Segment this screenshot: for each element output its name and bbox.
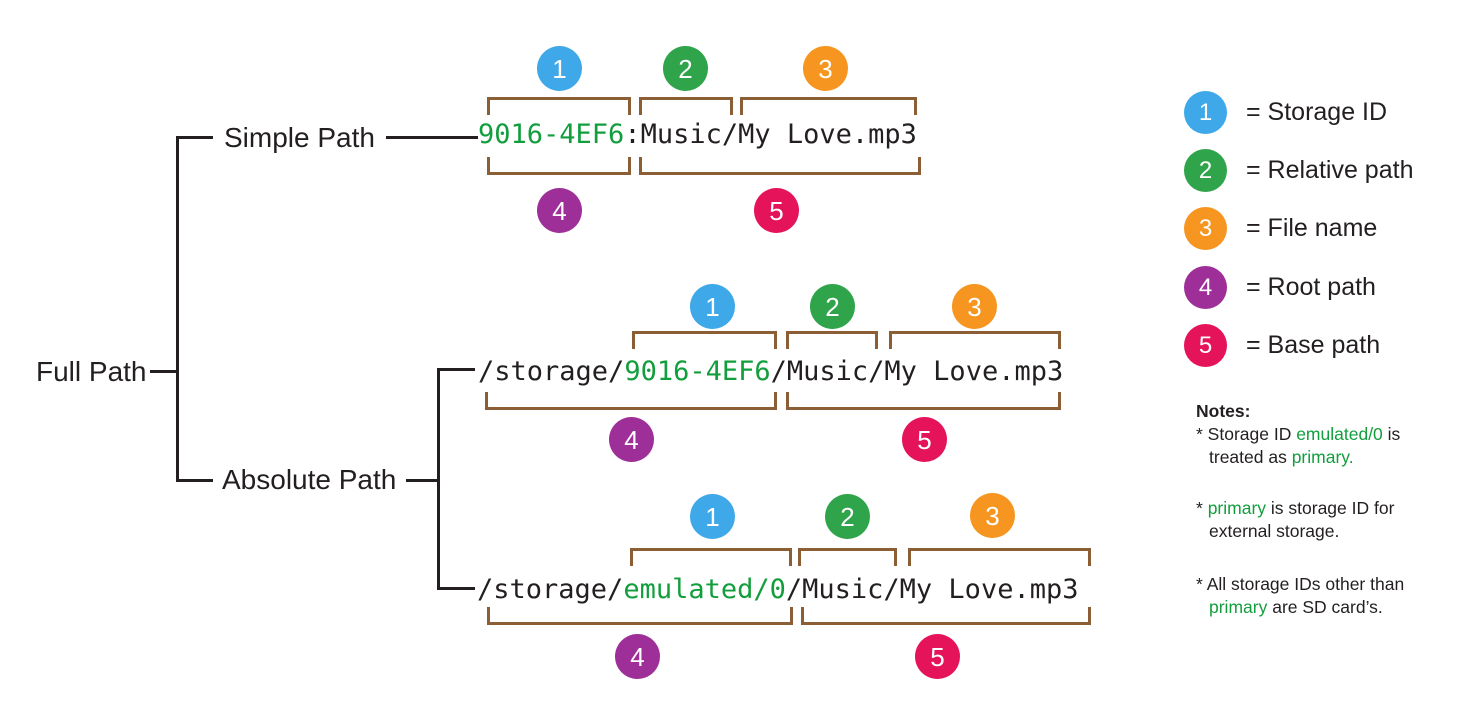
- legend-badge-2: 2: [1184, 149, 1227, 192]
- tree-vertical-line: [176, 136, 179, 482]
- bracket-storage-id: [632, 331, 777, 349]
- legend-label-base-path: = Base path: [1246, 331, 1381, 359]
- legend-label-relative-path: = Relative path: [1246, 156, 1414, 184]
- badge-base-path: 5: [902, 417, 947, 462]
- path-segment: /storage/: [477, 574, 624, 605]
- bracket-storage-id: [487, 97, 631, 115]
- note-primary-external: * primary is storage ID for external sto…: [1196, 497, 1458, 543]
- absolute-branch-tick-line: [176, 479, 213, 482]
- bracket-root-path: [487, 607, 793, 625]
- note-emulated-primary: * Storage ID emulated/0 is treated as pr…: [1196, 423, 1458, 469]
- path-segment: /storage/: [478, 356, 625, 387]
- badge-base-path: 5: [754, 188, 799, 233]
- note-green-text: primary.: [1291, 447, 1354, 467]
- absolute-bottom-tick-line: [437, 587, 475, 590]
- legend-badge-3: 3: [1184, 207, 1227, 250]
- notes-title: Notes:: [1196, 401, 1251, 421]
- badge-storage-id: 1: [690, 494, 735, 539]
- simple-path-text: 9016-4EF6:Music/My Love.mp3: [478, 117, 917, 153]
- path-segment: /Music/My Love.mp3: [785, 574, 1079, 605]
- path-segment: :Music/My Love.mp3: [624, 119, 917, 150]
- legend-badge-4: 4: [1184, 266, 1227, 309]
- note-text: is storage ID for external storage.: [1209, 498, 1395, 541]
- absolute-path-label: Absolute Path: [222, 464, 397, 495]
- absolute-sd-path-text: /storage/9016-4EF6/Music/My Love.mp3: [478, 354, 1063, 390]
- note-text: is treated as: [1209, 424, 1401, 467]
- absolute-primary-path-text: /storage/emulated/0/Music/My Love.mp3: [477, 572, 1078, 608]
- path-segment-storage-id: 9016-4EF6: [478, 119, 625, 150]
- badge-base-path: 5: [915, 634, 960, 679]
- badge-relative-path: 2: [825, 494, 870, 539]
- bracket-root-path: [485, 392, 777, 410]
- absolute-label-tick-line: [406, 479, 438, 482]
- note-green-text: primary: [1209, 597, 1268, 617]
- bracket-relative-path: [786, 331, 878, 349]
- badge-file-name: 3: [970, 493, 1015, 538]
- note-text: *: [1196, 498, 1208, 518]
- legend-badge-1: 1: [1184, 91, 1227, 134]
- badge-relative-path: 2: [810, 284, 855, 329]
- bracket-file-name: [908, 548, 1091, 566]
- bracket-base-path: [801, 607, 1091, 625]
- badge-storage-id: 1: [690, 284, 735, 329]
- note-sd-cards: * All storage IDs other than primary are…: [1196, 573, 1458, 619]
- badge-relative-path: 2: [663, 46, 708, 91]
- badge-file-name: 3: [803, 46, 848, 91]
- bracket-storage-id: [630, 548, 792, 566]
- full-path-label: Full Path: [36, 356, 147, 387]
- bracket-base-path: [786, 392, 1061, 410]
- bracket-relative-path: [798, 548, 897, 566]
- path-segment-storage-id: emulated/0: [623, 574, 786, 605]
- legend-label-storage-id: = Storage ID: [1246, 98, 1388, 126]
- notes-panel: Notes: * Storage ID emulated/0 is treate…: [1196, 400, 1458, 619]
- note-text: are SD card’s.: [1267, 597, 1383, 617]
- bracket-relative-path: [639, 97, 733, 115]
- bracket-file-name: [740, 97, 917, 115]
- badge-root-path: 4: [537, 188, 582, 233]
- legend-badge-5: 5: [1184, 324, 1227, 367]
- badge-file-name: 3: [952, 284, 997, 329]
- badge-root-path: 4: [609, 417, 654, 462]
- legend-label-file-name: = File name: [1246, 214, 1378, 242]
- bracket-root-path: [487, 157, 631, 175]
- badge-storage-id: 1: [537, 46, 582, 91]
- full-path-tick-line: [150, 370, 178, 373]
- path-segment: /Music/My Love.mp3: [770, 356, 1064, 387]
- simple-path-label: Simple Path: [224, 122, 375, 153]
- legend-label-root-path: = Root path: [1246, 273, 1376, 301]
- note-green-text: primary: [1207, 498, 1267, 518]
- bracket-file-name: [889, 331, 1061, 349]
- bracket-base-path: [639, 157, 921, 175]
- absolute-vertical-line: [437, 368, 440, 590]
- note-text: * Storage ID: [1196, 424, 1297, 444]
- note-text: * All storage IDs other than: [1196, 574, 1405, 594]
- path-segment-storage-id: 9016-4EF6: [624, 356, 771, 387]
- absolute-top-tick-line: [437, 368, 475, 371]
- simple-branch-tick-line: [176, 136, 213, 139]
- note-green-text: emulated/0: [1296, 424, 1383, 444]
- badge-root-path: 4: [615, 634, 660, 679]
- simple-connector-line: [386, 136, 478, 139]
